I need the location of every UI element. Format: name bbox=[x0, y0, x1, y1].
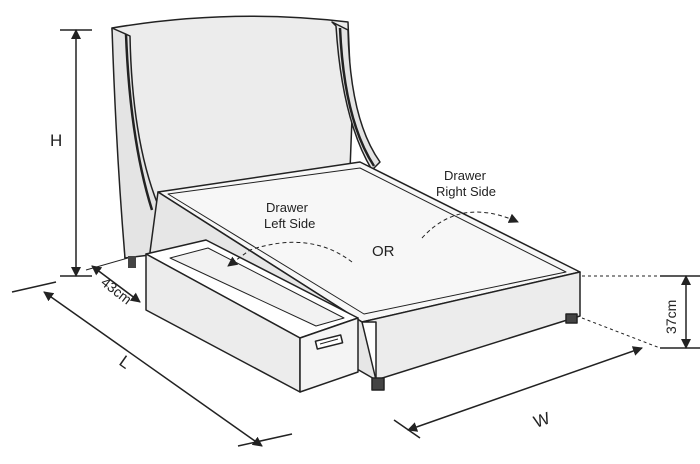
drawer-left-label-line1: Drawer bbox=[266, 200, 309, 215]
drawer-right-arrow bbox=[421, 211, 519, 239]
width-tick-start bbox=[393, 419, 421, 439]
base-top-inner-edge bbox=[167, 167, 567, 315]
headboard-leg bbox=[128, 256, 136, 268]
depth-label: 43cm bbox=[98, 274, 135, 308]
length-label: L bbox=[116, 352, 135, 373]
drawer-direction-arrows bbox=[227, 211, 519, 267]
drawer-end-panel bbox=[299, 317, 359, 393]
depth-extension-line bbox=[85, 257, 129, 271]
length-tick-end bbox=[237, 433, 293, 447]
base-leg-front bbox=[371, 377, 385, 391]
drawer-handle-slot bbox=[319, 338, 339, 345]
headboard-right-piping bbox=[338, 27, 376, 167]
length-dimension-line bbox=[43, 291, 263, 447]
or-label: OR bbox=[372, 243, 395, 260]
base-leg-right bbox=[565, 313, 578, 324]
dimension-lines bbox=[11, 29, 700, 447]
drawer-left-label-line2: Left Side bbox=[264, 216, 315, 231]
width-label: W bbox=[531, 409, 552, 432]
width-dimension-line bbox=[407, 346, 643, 432]
headboard-left-piping bbox=[124, 33, 154, 211]
headboard-left-wing bbox=[111, 27, 159, 259]
drawer-right-label-line1: Drawer bbox=[444, 168, 487, 183]
base-height-guide-bottom bbox=[581, 317, 661, 349]
height-label: H bbox=[50, 131, 62, 150]
length-tick-start bbox=[11, 281, 57, 293]
drawer-inner-back bbox=[169, 247, 345, 327]
base-height-guides bbox=[581, 275, 661, 349]
base-height-label: 37cm bbox=[663, 300, 679, 334]
drawer-right-label-line2: Right Side bbox=[436, 184, 496, 199]
